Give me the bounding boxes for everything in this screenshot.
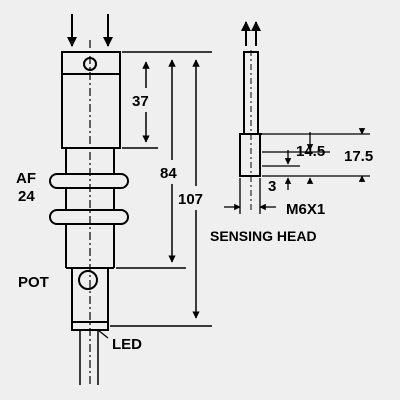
- label-14-5: 14.5: [296, 143, 325, 160]
- label-107: 107: [178, 191, 203, 208]
- sensor-head-cap: [61, 51, 121, 75]
- sensor-nuts: [49, 173, 129, 225]
- sensing-direction-arrows: [67, 14, 113, 47]
- label-37: 37: [132, 93, 149, 110]
- label-3: 3: [268, 178, 276, 195]
- led-leader: [97, 329, 109, 339]
- cable: [79, 330, 99, 385]
- label-led: LED: [112, 336, 142, 353]
- label-17-5: 17.5: [344, 148, 373, 165]
- label-thread: M6X1: [286, 201, 325, 218]
- pot-circle: [78, 270, 98, 290]
- label-sensing-head: SENSING HEAD: [210, 228, 317, 244]
- nut-upper: [49, 173, 129, 189]
- label-af-size: 24: [18, 188, 35, 205]
- sensing-head-tip: [239, 133, 261, 177]
- nut-lower: [49, 209, 129, 225]
- label-pot: POT: [18, 274, 49, 291]
- label-af: AF: [16, 170, 36, 187]
- sensor-barrel: [65, 148, 115, 268]
- sensing-head-arrows: [241, 21, 261, 46]
- sensor-head-block: [61, 51, 121, 149]
- detail-dimensions: [224, 128, 370, 214]
- label-84: 84: [160, 165, 177, 182]
- dimension-lines: [110, 51, 212, 327]
